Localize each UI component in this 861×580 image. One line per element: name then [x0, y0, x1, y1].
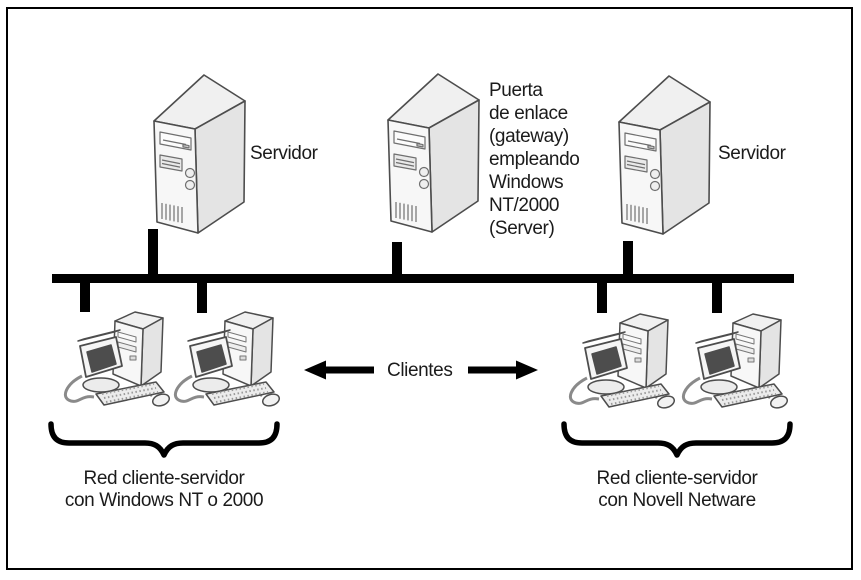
left-server-icon — [153, 74, 246, 234]
client1-bus-link — [80, 280, 90, 312]
client-computer-icon — [681, 312, 791, 412]
network-bus-line — [52, 274, 794, 283]
client-computer-icon — [173, 310, 283, 410]
left-brace-icon — [48, 421, 280, 461]
left-server-bus-link — [148, 229, 158, 279]
clients-label: Clientes — [387, 360, 453, 381]
right-network-caption-line1: Red cliente-servidor — [596, 468, 758, 489]
left-server-label: Servidor — [250, 143, 318, 164]
gateway-label: Puerta de enlace (gateway) empleando Win… — [489, 80, 580, 239]
right-network-caption: Red cliente-servidor con Novell Netware — [551, 468, 803, 512]
right-server-icon — [618, 75, 711, 235]
right-arrow-icon — [468, 360, 538, 380]
left-network-caption: Red cliente-servidor con Windows NT o 20… — [38, 468, 290, 512]
client4-bus-link — [712, 280, 722, 313]
left-network-caption-line1: Red cliente-servidor — [83, 468, 245, 489]
right-brace-icon — [561, 421, 793, 461]
left-network-caption-line2: con Windows NT o 2000 — [64, 490, 264, 511]
right-server-label: Servidor — [718, 143, 786, 164]
right-network-caption-line2: con Novell Netware — [598, 490, 756, 511]
gateway-server-icon — [387, 73, 480, 233]
right-server-bus-link — [623, 241, 633, 278]
client2-bus-link — [197, 280, 207, 313]
client3-bus-link — [597, 280, 607, 313]
client-computer-icon — [568, 312, 678, 412]
left-arrow-icon — [304, 360, 374, 380]
client-computer-icon — [63, 310, 173, 410]
gateway-bus-link — [392, 242, 402, 278]
